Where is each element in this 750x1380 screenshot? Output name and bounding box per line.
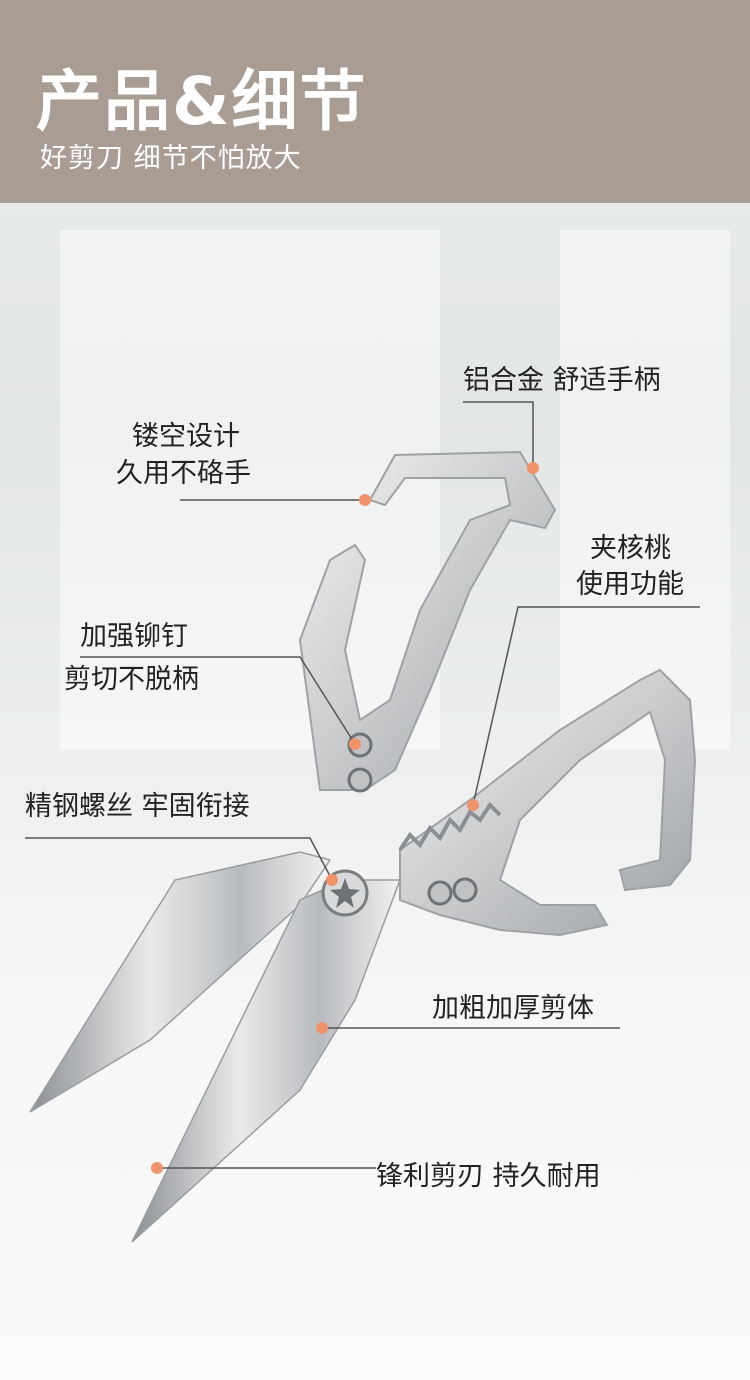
screw-leader-line <box>25 837 333 881</box>
callout-dot <box>151 1162 163 1174</box>
callout-rivet-line2: 剪切不脱柄 <box>64 664 199 695</box>
callout-hollow-line1: 镂空设计 <box>132 421 240 452</box>
callout-dot <box>316 1022 328 1034</box>
callout-hollow-line2: 久用不硌手 <box>116 458 251 489</box>
callout-handle: 铝合金 舒适手柄 <box>463 365 661 396</box>
walnut-cracker-teeth <box>398 801 502 852</box>
callout-dot <box>359 494 371 506</box>
callout-walnut-line1: 夹核桃 <box>590 533 671 564</box>
header-banner: 产品&细节 好剪刀 细节不怕放大 <box>0 0 750 203</box>
rivet <box>427 880 453 906</box>
callout-edge: 锋利剪刃 持久耐用 <box>376 1161 601 1192</box>
background-window <box>560 230 730 750</box>
lower-handle <box>399 668 697 937</box>
callout-dot <box>527 462 539 474</box>
callout-rivet-line1: 加强铆钉 <box>80 621 188 652</box>
page-title: 产品&细节 <box>36 63 368 140</box>
rivet <box>347 767 373 793</box>
callout-dot <box>467 799 479 811</box>
walnut-leader-line <box>472 606 700 806</box>
rivet <box>452 877 478 903</box>
callout-walnut-line2: 使用功能 <box>576 569 684 600</box>
callout-body: 加粗加厚剪体 <box>432 993 594 1024</box>
callout-screw: 精钢螺丝 牢固衔接 <box>25 791 250 822</box>
left-blade <box>29 851 332 1113</box>
callout-dot <box>349 738 361 750</box>
right-blade <box>131 879 402 1243</box>
page-subtitle: 好剪刀 细节不怕放大 <box>40 143 302 174</box>
callout-dot <box>326 874 338 886</box>
rivet-leader-line <box>80 656 356 745</box>
screw-star-icon <box>330 878 360 908</box>
handle-leader-line <box>463 401 534 468</box>
upper-handle <box>298 450 557 791</box>
